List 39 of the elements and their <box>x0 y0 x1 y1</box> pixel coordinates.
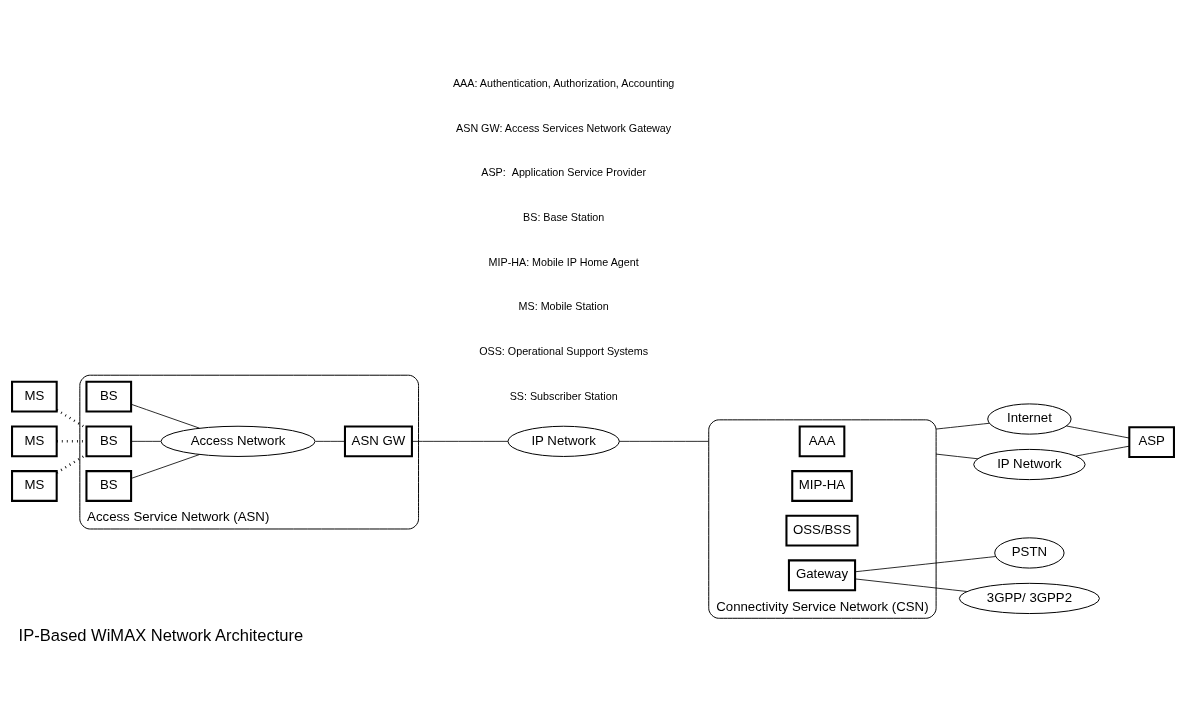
node-box: MS <box>11 470 58 502</box>
label: OSS: Operational Support Systems <box>479 344 649 357</box>
node-box: OSS/BSS <box>785 514 859 547</box>
label: SS: Subscriber Station <box>509 389 618 402</box>
label: AAA: Authentication, Authorization, Accounting <box>452 77 675 89</box>
label: ASN GW: Access Services Network Gateway <box>456 121 672 134</box>
caption: IP-Based WiMAX Network Architecture <box>18 626 304 646</box>
connector <box>315 440 346 442</box>
connector <box>854 556 997 573</box>
node-ellipse: Access Network <box>160 425 316 457</box>
node-box: MS <box>11 425 58 458</box>
node-box: BS <box>85 470 133 502</box>
connector <box>1066 425 1130 439</box>
label: MIP-HA: Mobile IP Home Agent <box>488 255 639 268</box>
label: MS: Mobile Station <box>518 300 609 313</box>
node-ellipse: Internet <box>987 403 1072 435</box>
node-box: ASN GW <box>343 425 413 458</box>
connector <box>1075 445 1130 457</box>
label: BS: Base Station <box>523 210 605 223</box>
connector <box>935 453 979 460</box>
node-box: ASP <box>1128 426 1175 459</box>
node-ellipse: IP Network <box>507 425 620 457</box>
node-box: BS <box>85 380 133 413</box>
node-ellipse: PSTN <box>994 537 1065 569</box>
connector <box>130 454 200 479</box>
connector <box>854 578 968 592</box>
node-box: MIP-HA <box>791 470 853 502</box>
connector <box>618 440 710 442</box>
connector <box>130 440 162 442</box>
connector <box>935 422 990 430</box>
node-ellipse: 3GPP/ 3GPP2 <box>958 582 1100 615</box>
node-box: AAA <box>798 425 846 458</box>
connector <box>130 403 200 429</box>
node-box: Gateway <box>787 559 857 592</box>
label: ASP: Application Service Provider <box>481 166 646 179</box>
node-ellipse: IP Network <box>973 448 1086 481</box>
node-box: MS <box>11 380 58 413</box>
connector <box>411 440 509 442</box>
node-box: BS <box>85 425 133 458</box>
